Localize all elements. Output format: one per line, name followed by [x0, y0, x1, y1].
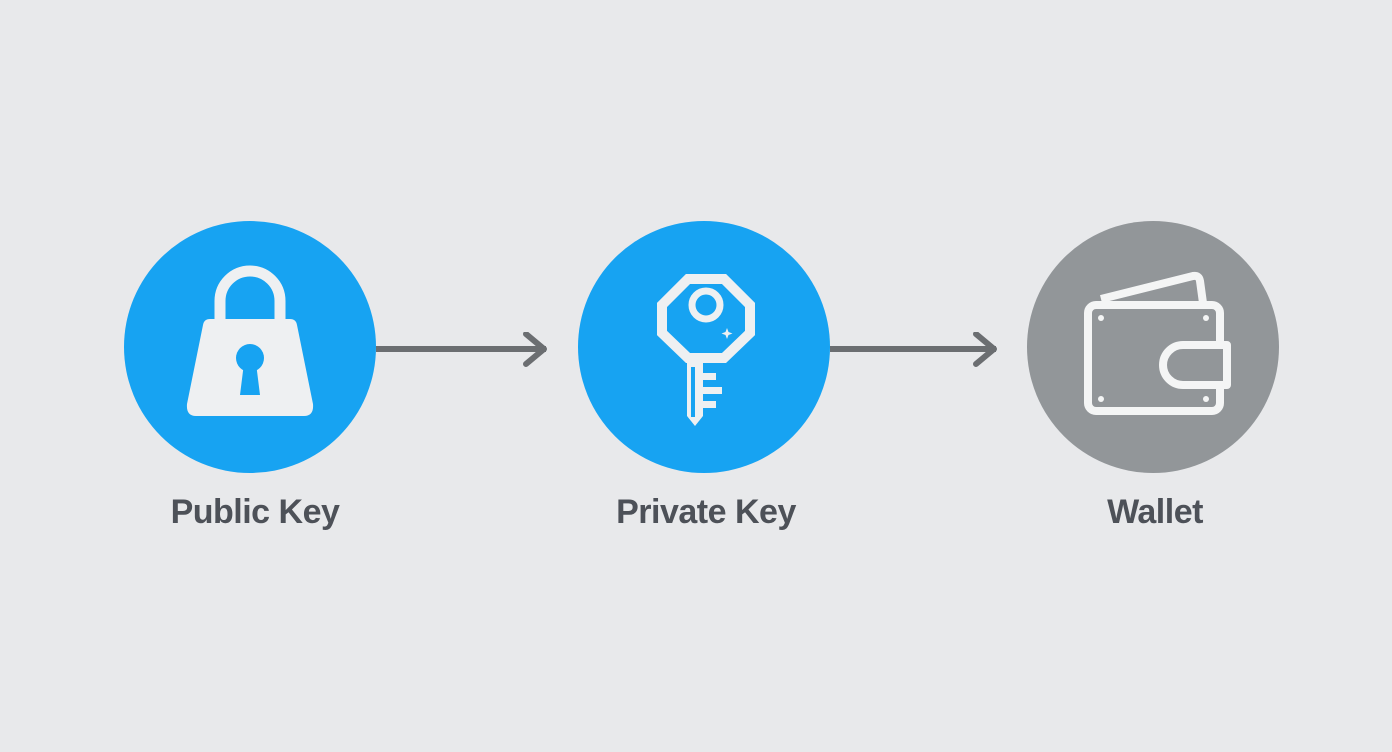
- wallet-label: Wallet: [1107, 493, 1203, 531]
- public-key-node: [124, 221, 376, 473]
- key-icon: [657, 274, 755, 426]
- private-key-label: Private Key: [616, 493, 796, 531]
- wallet-node: [1027, 221, 1279, 473]
- wallet-icon: [1084, 271, 1231, 415]
- private-key-node: [578, 221, 830, 473]
- public-key-label: Public Key: [170, 493, 340, 531]
- arrow-public-to-private: [376, 331, 552, 373]
- arrow-private-to-wallet: [830, 331, 1002, 373]
- padlock-icon: [186, 265, 314, 416]
